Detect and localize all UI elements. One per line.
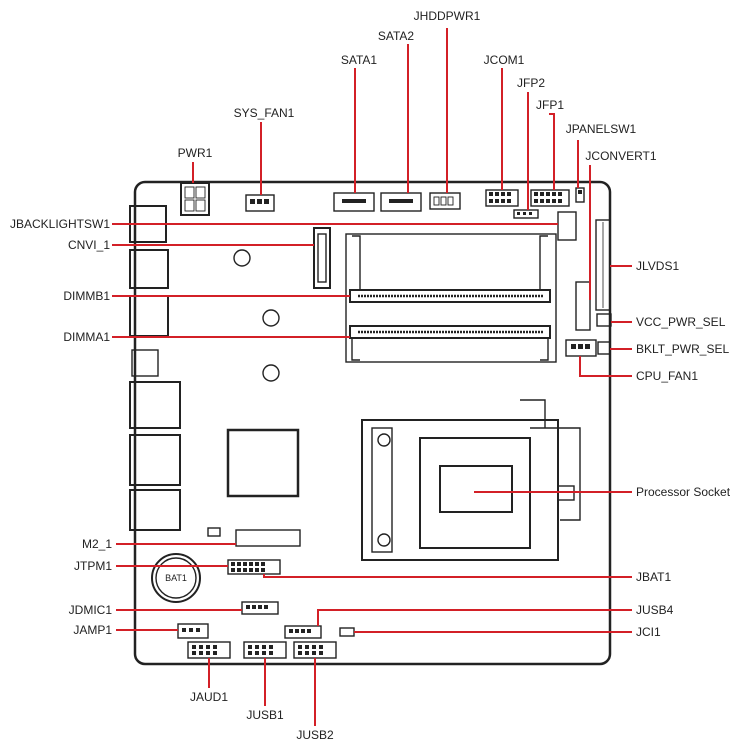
bat1-label: BAT1 bbox=[165, 573, 187, 583]
label-sata1: SATA1 bbox=[341, 53, 378, 67]
bat1-battery: BAT1 bbox=[151, 553, 201, 603]
jpanelsw1-connector bbox=[575, 187, 585, 203]
jdmic1-connector bbox=[241, 601, 279, 615]
label-jusb1: JUSB1 bbox=[246, 708, 284, 722]
board-outline bbox=[133, 180, 612, 666]
label-jconvert1: JCONVERT1 bbox=[585, 149, 656, 163]
leader-jfp1 bbox=[549, 113, 555, 190]
leader-jbat1 bbox=[263, 574, 632, 578]
pwr1-connector bbox=[180, 182, 210, 216]
label-processor-socket: Processor Socket bbox=[636, 485, 731, 499]
label-jlvds1: JLVDS1 bbox=[636, 259, 679, 273]
label-jaud1: JAUD1 bbox=[190, 690, 228, 704]
label-jfp1: JFP1 bbox=[536, 98, 564, 112]
label-jfp2: JFP2 bbox=[517, 76, 545, 90]
leader-lines bbox=[112, 28, 632, 726]
jfp1-connector bbox=[530, 189, 570, 207]
m2-1-slot bbox=[207, 527, 301, 547]
jfp2-connector bbox=[513, 209, 539, 219]
cnvi1-slot bbox=[313, 227, 331, 289]
label-sys-fan1: SYS_FAN1 bbox=[234, 106, 295, 120]
jbacklightsw1-connector bbox=[557, 211, 577, 241]
sata2-connector bbox=[380, 192, 422, 212]
label-dimmb1: DIMMB1 bbox=[63, 289, 110, 303]
label-jbat1: JBAT1 bbox=[636, 570, 671, 584]
rear-io-ports bbox=[129, 205, 181, 531]
label-jpanelsw1: JPANELSW1 bbox=[566, 122, 637, 136]
label-jusb2: JUSB2 bbox=[296, 728, 334, 742]
label-jtpm1: JTPM1 bbox=[74, 559, 112, 573]
label-jamp1: JAMP1 bbox=[73, 623, 112, 637]
component-labels: JHDDPWR1 SATA2 SATA1 JCOM1 JFP2 JFP1 SYS… bbox=[10, 9, 731, 742]
label-cnvi1: CNVI_1 bbox=[68, 238, 110, 252]
label-jdmic1: JDMIC1 bbox=[69, 603, 113, 617]
label-dimma1: DIMMA1 bbox=[63, 330, 110, 344]
label-m2-1: M2_1 bbox=[82, 537, 112, 551]
vcc-pwr-sel-jumper bbox=[596, 313, 612, 327]
jconvert1-connector bbox=[575, 281, 591, 331]
leader-cpu-fan1 bbox=[579, 356, 632, 377]
label-jcom1: JCOM1 bbox=[484, 53, 525, 67]
label-jci1: JCI1 bbox=[636, 625, 661, 639]
label-jbacklightsw1: JBACKLIGHTSW1 bbox=[10, 217, 110, 231]
label-bklt-pwr-sel: BKLT_PWR_SEL bbox=[636, 342, 729, 356]
jcom1-connector bbox=[485, 189, 519, 207]
label-jhddpwr1: JHDDPWR1 bbox=[414, 9, 481, 23]
mounting-holes bbox=[233, 249, 280, 382]
label-sata2: SATA2 bbox=[378, 29, 415, 43]
label-jusb4: JUSB4 bbox=[636, 603, 674, 617]
label-pwr1: PWR1 bbox=[178, 146, 213, 160]
jusb1-connector bbox=[243, 641, 287, 659]
leader-jusb4 bbox=[317, 609, 632, 626]
label-vcc-pwr-sel: VCC_PWR_SEL bbox=[636, 315, 726, 329]
jhddpwr1-connector bbox=[429, 192, 461, 210]
chipset bbox=[226, 428, 300, 498]
label-cpu-fan1: CPU_FAN1 bbox=[636, 369, 698, 383]
jusb4-connector bbox=[284, 625, 322, 639]
